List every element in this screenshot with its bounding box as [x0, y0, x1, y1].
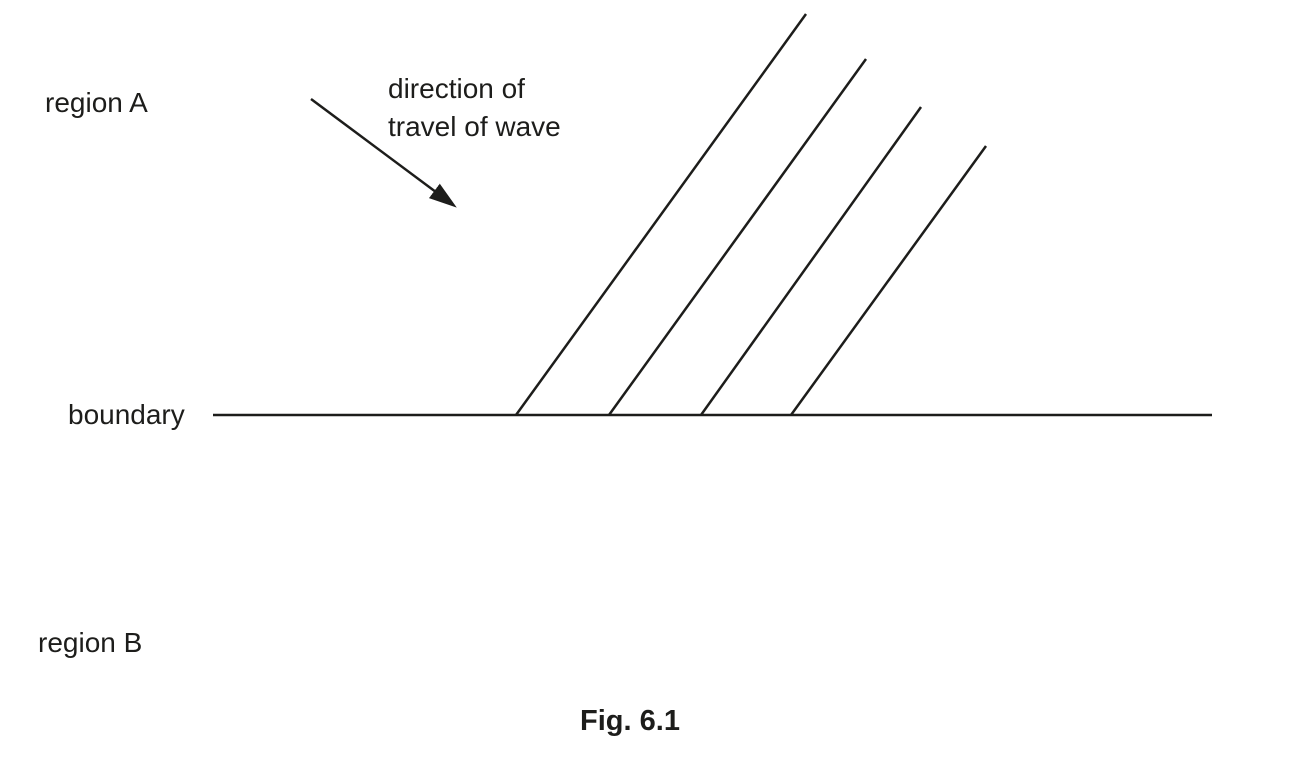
wavefront-line-1 — [514, 13, 808, 416]
wavefront-group — [514, 13, 988, 416]
direction-arrow — [310, 97, 457, 208]
region-b-label: region B — [38, 627, 143, 658]
wavefront-line-3 — [699, 106, 923, 416]
region-a-label: region A — [45, 87, 148, 118]
figure-caption: Fig. 6.1 — [580, 705, 680, 737]
wavefront-line-2 — [607, 58, 868, 416]
direction-label-line1: direction of — [388, 73, 525, 104]
direction-of-travel-label: direction of travel of wave — [388, 70, 561, 146]
boundary-label: boundary — [68, 399, 185, 430]
direction-label-line2: travel of wave — [388, 111, 561, 142]
wavefront-line-4 — [789, 145, 988, 416]
